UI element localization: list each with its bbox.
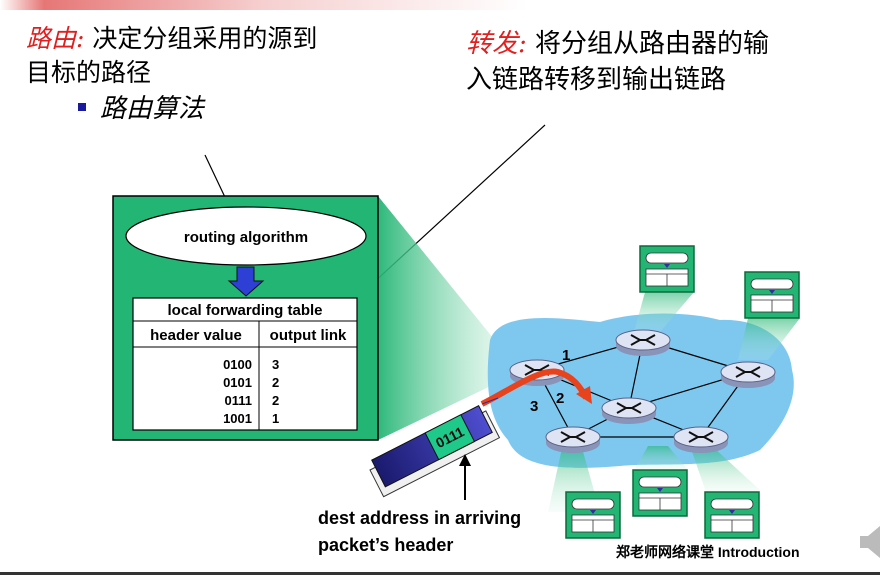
forwarding-desc-line2: 入链路转移到输出链路 (466, 65, 727, 95)
mini-table-icon (704, 491, 760, 539)
routing-desc-line1: 决定分组采用的源到 (84, 24, 318, 53)
top-accent-strip (0, 0, 880, 10)
cone-top (634, 292, 694, 332)
forwarding-desc-line1: 将分组从路由器的输 (526, 29, 770, 59)
table-cell-header: 0101 (223, 375, 252, 390)
dest-caption-line1: dest address in arriving (318, 508, 522, 528)
router-icon (601, 397, 657, 425)
routing-algorithm-label: routing algorithm (184, 229, 308, 246)
link-label-3: 3 (530, 398, 538, 415)
router-icon (545, 426, 601, 454)
table-title: local forwarding table (167, 302, 322, 319)
router-icon (720, 361, 776, 389)
mini-table-icon (744, 271, 800, 319)
bullet-square-icon (78, 103, 86, 111)
router-icon (615, 329, 671, 357)
cone-right (738, 318, 800, 360)
routing-algorithm-oval (125, 206, 367, 266)
dest-caption-line2: packet’s header (318, 535, 454, 555)
table-cell-link: 2 (272, 393, 279, 408)
link-label-1: 1 (562, 347, 570, 364)
arriving-packet: 0111 (369, 404, 501, 498)
table-cell-link: 2 (272, 375, 279, 390)
forwarding-term: 转发: (466, 29, 527, 59)
dest-address-caption: dest address in arriving packet’s header (318, 505, 521, 559)
forwarding-arrowhead (576, 386, 592, 404)
down-arrow-icon (227, 266, 265, 297)
zoom-projection (378, 196, 520, 440)
bottom-divider (0, 572, 880, 575)
mini-table-icon (639, 245, 695, 293)
footer-caption: 郑老师网络课堂 Introduction (616, 544, 800, 560)
routing-definition: 路由: 决定分组采用的源到 目标的路径 (26, 22, 446, 90)
cone-bottom-mid (634, 446, 688, 470)
router-detail-box: routing algorithm local forwarding table… (112, 195, 379, 441)
mini-table-icon (565, 491, 621, 539)
table-cell-link: 3 (272, 357, 279, 372)
table-cell-link: 1 (272, 411, 279, 426)
packet-link-line (481, 397, 499, 405)
forwarding-definition: 转发: 将分组从路由器的输 入链路转移到输出链路 (466, 26, 876, 98)
link-label-2: 2 (556, 390, 564, 407)
cone-bottom-right (690, 446, 762, 492)
routing-desc-line2: 目标的路径 (26, 58, 152, 87)
speaker-icon[interactable] (860, 522, 880, 562)
table-cell-header: 0111 (225, 393, 253, 408)
col-header-value: header value (150, 327, 242, 344)
forwarding-table (132, 297, 358, 431)
table-cell-header: 1001 (223, 411, 252, 426)
routing-term: 路由: (26, 24, 85, 53)
forwarding-path-arrow (480, 368, 589, 407)
mini-table-icon (632, 469, 688, 517)
col-output-link: output link (270, 327, 347, 344)
table-cell-header: 0100 (223, 357, 252, 372)
routing-bullet-text: 路由算法 (100, 94, 205, 124)
dest-pointer-arrowhead (459, 454, 471, 466)
routing-bullet: 路由算法 (78, 88, 204, 125)
router-icon (673, 426, 729, 454)
